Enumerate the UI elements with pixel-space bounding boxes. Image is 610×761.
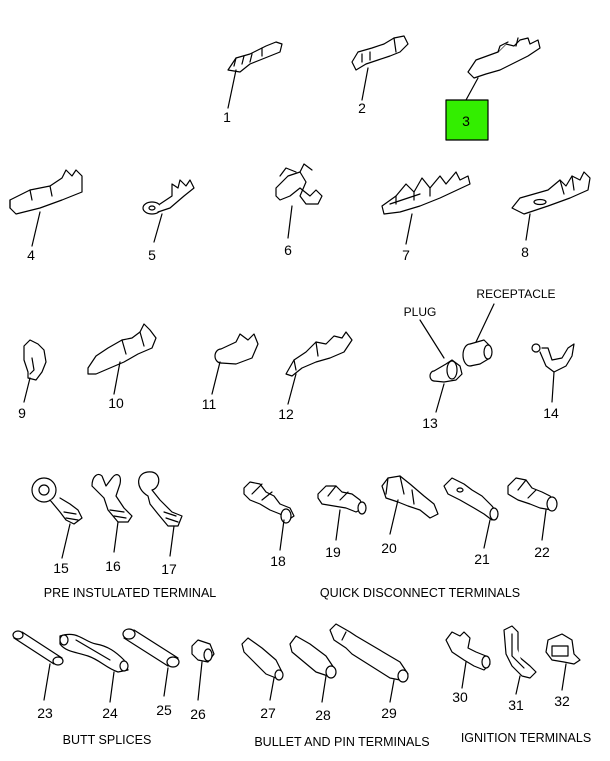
callout-18: 18 <box>270 553 286 569</box>
part-1-pin-terminal[interactable]: 1 <box>223 41 283 125</box>
part-13-plug-receptacle[interactable]: PLUG RECEPTACLE 13 <box>404 287 556 431</box>
callout-2: 2 <box>358 100 366 116</box>
callout-9: 9 <box>18 405 26 421</box>
callout-22: 22 <box>534 544 550 560</box>
callout-27: 27 <box>260 705 276 721</box>
part-9-terminal[interactable]: 9 <box>18 339 47 421</box>
callout-11: 11 <box>202 396 217 412</box>
callout-1: 1 <box>223 109 231 125</box>
callout-7: 7 <box>402 247 410 263</box>
callout-25: 25 <box>156 702 172 718</box>
callout-3: 3 <box>462 113 470 129</box>
callout-29: 29 <box>381 705 397 721</box>
callout-23: 23 <box>37 705 53 721</box>
part-8-terminal[interactable]: 8 <box>511 171 591 260</box>
part-17-hook-terminal[interactable]: 17 <box>138 471 183 577</box>
part-23-butt-splice[interactable]: 23 <box>12 630 64 721</box>
callout-28: 28 <box>315 707 331 723</box>
part-25-butt-splice[interactable]: 25 <box>122 628 180 718</box>
caption-bullet-pin: BULLET AND PIN TERMINALS <box>254 735 429 749</box>
part-4-terminal[interactable]: 4 <box>9 169 83 263</box>
part-18-qd-terminal[interactable]: 18 <box>243 481 295 569</box>
part-11-terminal[interactable]: 11 <box>202 333 259 412</box>
callout-24: 24 <box>102 705 118 721</box>
callout-26: 26 <box>190 706 206 722</box>
callout-12: 12 <box>278 406 294 422</box>
part-19-qd-terminal[interactable]: 19 <box>317 485 367 560</box>
part-14-terminal[interactable]: 14 <box>531 343 575 421</box>
part-12-terminal[interactable]: 12 <box>278 331 353 422</box>
part-5-ring-terminal[interactable]: 5 <box>142 179 195 263</box>
highlight-box <box>445 99 489 141</box>
part-20-qd-terminal[interactable]: 20 <box>381 475 439 556</box>
callout-20: 20 <box>381 540 397 556</box>
callout-31: 31 <box>508 697 524 713</box>
part-31-ignition-terminal[interactable]: 31 <box>503 625 537 713</box>
callout-5: 5 <box>148 247 156 263</box>
part-26-butt-splice[interactable]: 26 <box>190 639 215 722</box>
part-32-ignition-boot[interactable]: 32 <box>545 633 581 709</box>
callout-13: 13 <box>422 415 438 431</box>
callout-15: 15 <box>53 560 69 576</box>
part-2-receptacle-terminal[interactable]: 2 <box>351 35 409 116</box>
callout-21: 21 <box>474 551 490 567</box>
part-29-pin-terminal[interactable]: 29 <box>329 623 409 721</box>
callout-30: 30 <box>452 689 468 705</box>
part-28-bullet-terminal[interactable]: 28 <box>289 635 337 723</box>
part-3-terminal[interactable]: 3 <box>445 37 541 141</box>
callout-8: 8 <box>521 244 529 260</box>
plug-label: PLUG <box>404 305 437 319</box>
callout-10: 10 <box>108 395 124 411</box>
part-22-qd-terminal[interactable]: 22 <box>507 477 558 560</box>
caption-ignition: IGNITION TERMINALS <box>461 731 591 745</box>
receptacle-label: RECEPTACLE <box>476 287 555 301</box>
part-27-bullet-terminal[interactable]: 27 <box>241 637 284 721</box>
callout-4: 4 <box>27 247 35 263</box>
callout-16: 16 <box>105 558 121 574</box>
caption-quick-disconnect: QUICK DISCONNECT TERMINALS <box>320 586 520 600</box>
part-10-insulated-terminal[interactable]: 10 <box>87 323 157 411</box>
callout-32: 32 <box>554 693 570 709</box>
part-24-butt-splice[interactable]: 24 <box>59 633 129 721</box>
callout-17: 17 <box>161 561 177 577</box>
caption-pre-insulated: PRE INSTULATED TERMINAL <box>44 586 217 600</box>
part-7-terminal-strip[interactable]: 7 <box>381 171 471 263</box>
part-15-ring-terminal[interactable]: 15 <box>31 477 83 576</box>
part-21-flag-terminal[interactable]: 21 <box>443 477 499 567</box>
callout-6: 6 <box>284 242 292 258</box>
callout-19: 19 <box>325 544 341 560</box>
part-16-spade-terminal[interactable]: 16 <box>91 473 133 574</box>
part-30-ignition-terminal[interactable]: 30 <box>445 631 491 705</box>
part-6-terminal[interactable]: 6 <box>275 163 323 258</box>
callout-14: 14 <box>543 405 559 421</box>
caption-butt-splices: BUTT SPLICES <box>63 733 152 747</box>
